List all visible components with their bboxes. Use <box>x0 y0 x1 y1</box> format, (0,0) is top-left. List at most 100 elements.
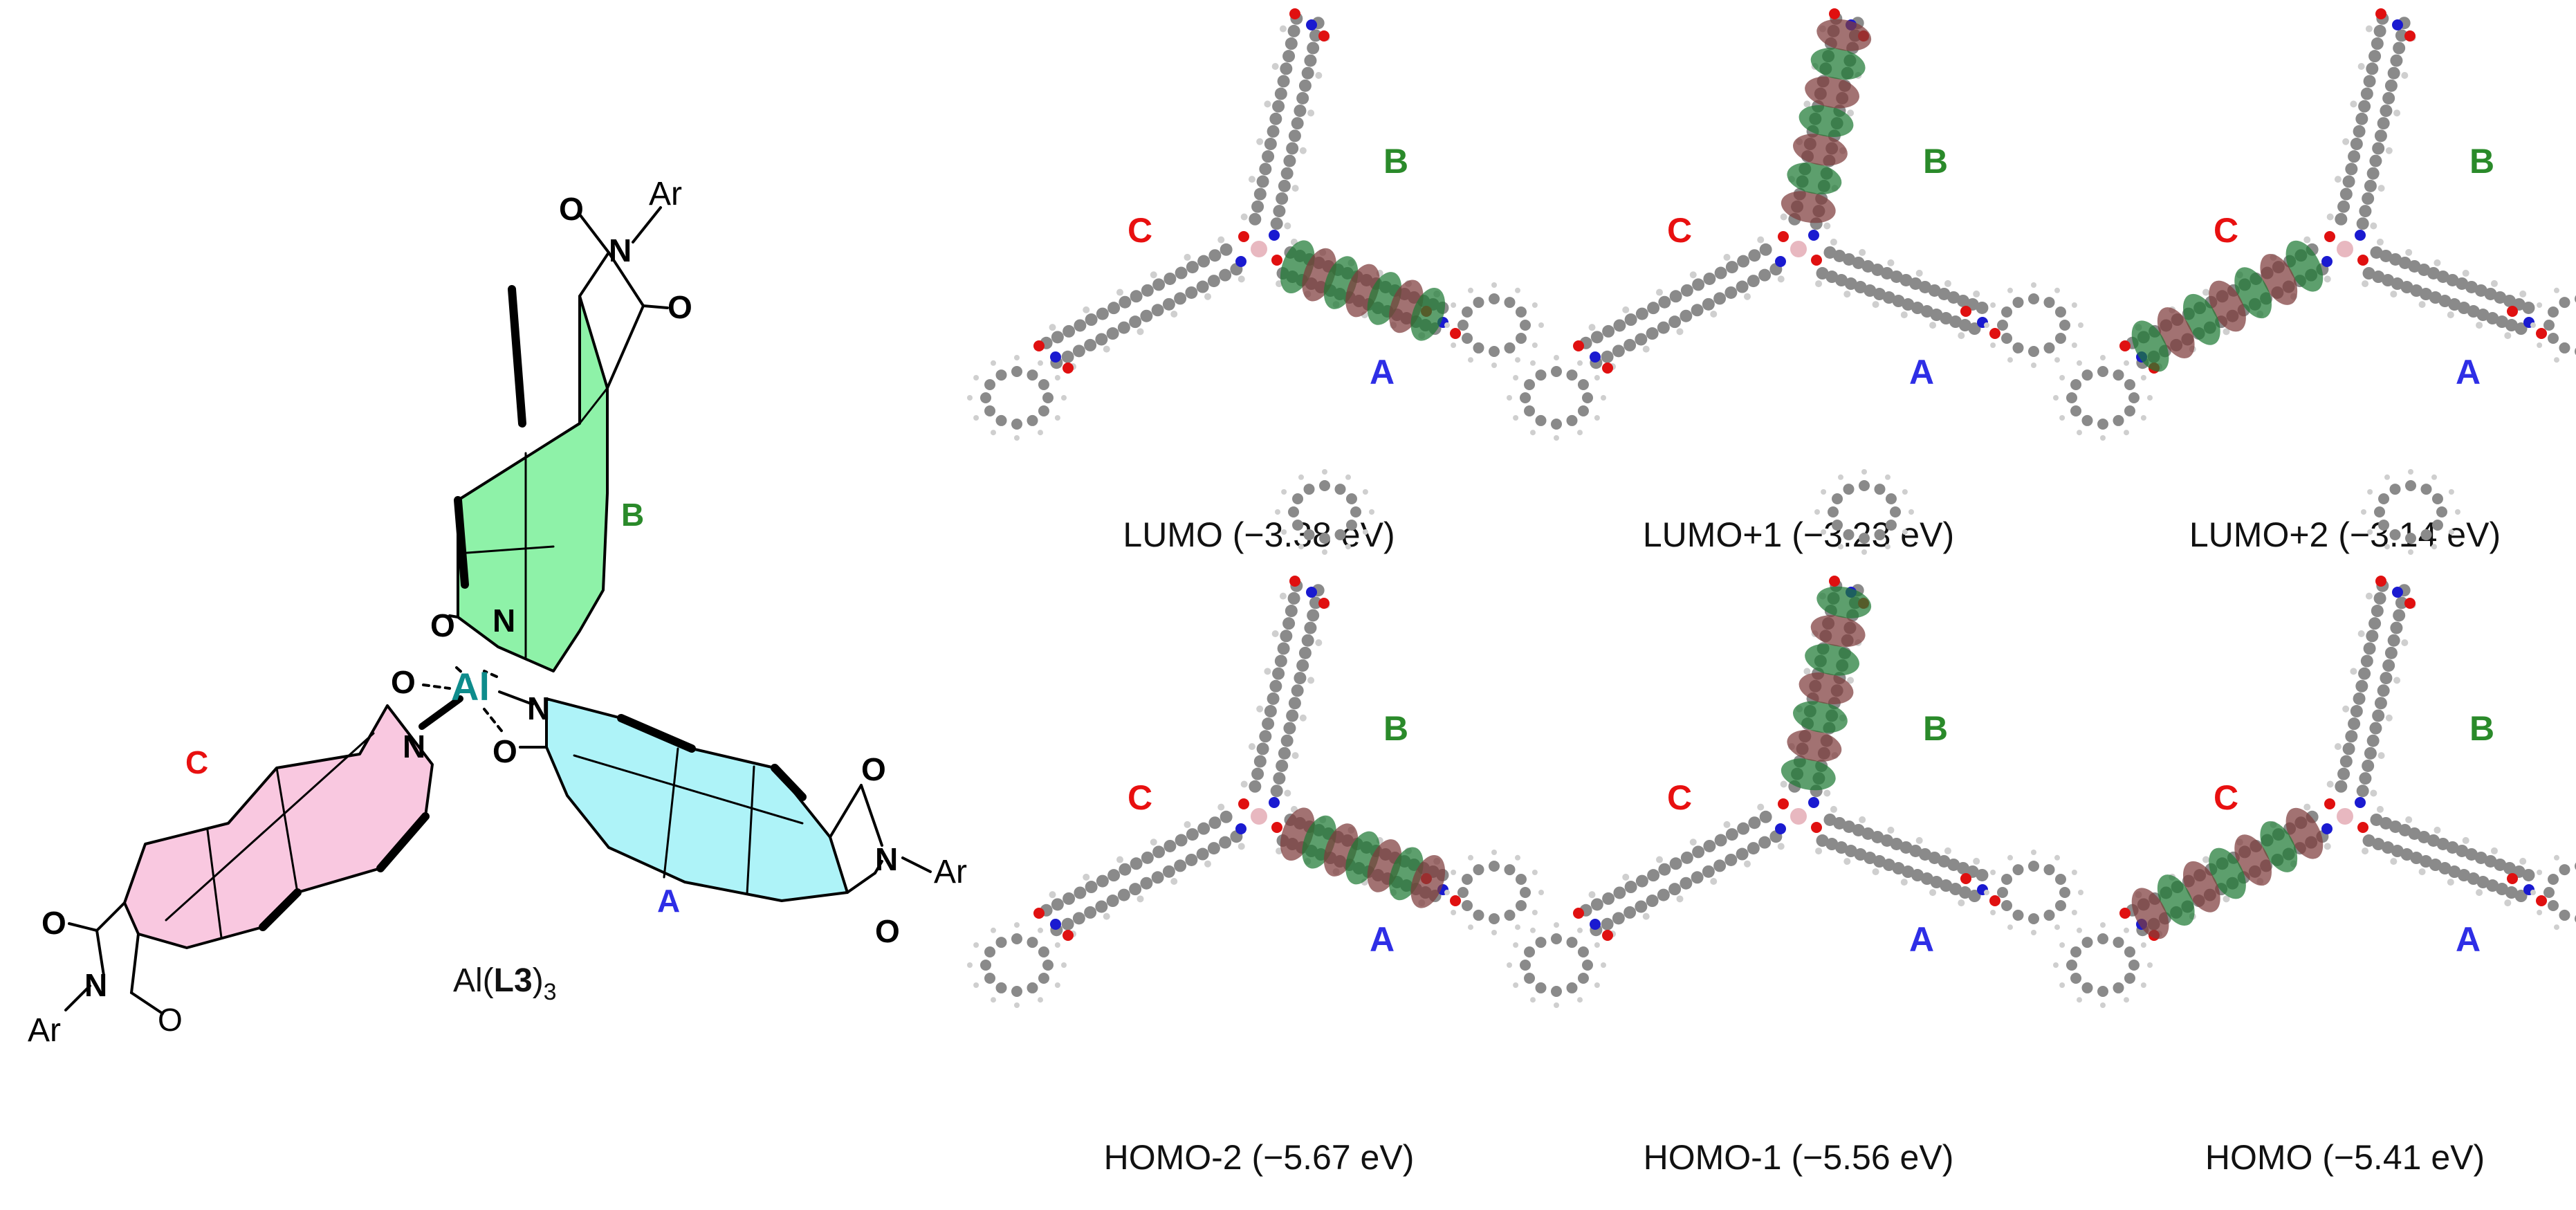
carbon-atom <box>1280 630 1293 643</box>
aryl-carbon-atom <box>2028 346 2039 357</box>
al-o-bond-a <box>483 708 505 735</box>
carbon-atom <box>1724 286 1738 299</box>
carbon-atom <box>1852 256 1865 269</box>
aryl-hydrogen-atom <box>2124 430 2129 436</box>
aryl-carbon-atom <box>1011 419 1022 430</box>
oxygen-atom <box>1811 255 1822 266</box>
aryl-hydrogen-atom <box>1444 322 1450 328</box>
orbital-panel: ABC <box>967 469 1544 1008</box>
carbon-atom <box>2356 217 2369 230</box>
aryl-hydrogen-atom <box>2431 474 2437 480</box>
carbon-atom <box>1307 609 1320 622</box>
aryl-hydrogen-atom <box>2071 342 2077 348</box>
orbital-lobe <box>1781 758 1836 791</box>
al-atom <box>1251 241 1267 257</box>
aryl-carbon-atom <box>2054 900 2066 911</box>
carbon-atom <box>2373 24 2386 37</box>
aryl-hydrogen-atom <box>1838 544 1843 550</box>
carbon-atom <box>1816 834 1829 847</box>
nitrogen-atom <box>1235 256 1246 267</box>
hydrogen-atom <box>1291 185 1299 192</box>
carbon-atom <box>1277 75 1290 88</box>
ligand-a-n-aryl-bond <box>901 856 932 873</box>
carbon-atom <box>2342 175 2355 188</box>
carbon-atom <box>1920 872 1933 886</box>
ligand-label-a: A <box>657 883 680 919</box>
carbon-atom <box>2514 322 2528 336</box>
carbon-atom <box>1196 280 1209 293</box>
carbon-atom <box>1256 742 1269 755</box>
carbon-atom <box>1691 304 1704 317</box>
aryl-carbon-atom <box>995 369 1007 381</box>
carbon-atom <box>2366 734 2380 747</box>
aryl-hydrogen-atom <box>1491 850 1497 855</box>
orbital-lobe <box>2183 293 2220 345</box>
hydrogen-atom <box>1240 780 1248 788</box>
aryl-carbon-atom <box>2054 306 2066 318</box>
aryl-hydrogen-atom <box>1601 395 1606 401</box>
carbon-atom <box>1602 324 1615 338</box>
carbon-atom <box>2368 50 2382 63</box>
hydrogen-atom <box>1958 899 1965 907</box>
carbon-atom <box>1880 834 1893 847</box>
carbon-atom <box>2387 66 2400 80</box>
aryl-hydrogen-atom <box>1014 922 1020 928</box>
aryl-hydrogen-atom <box>2448 489 2454 495</box>
carbon-atom <box>1958 319 1971 332</box>
orbital-caption: LUMO+2 (−3.14 eV) <box>2189 515 2501 554</box>
aryl-hydrogen-atom <box>1885 544 1890 550</box>
aryl-hydrogen-atom <box>1054 375 1060 381</box>
aryl-hydrogen-atom <box>2100 1002 2106 1008</box>
carbon-atom <box>1816 267 1829 280</box>
orbital-caption: LUMO+1 (−3.23 eV) <box>1643 515 1954 554</box>
carbon-atom <box>2360 87 2373 100</box>
carbon-atom <box>1273 772 1286 785</box>
aryl-hydrogen-atom <box>1322 469 1327 475</box>
hydrogen-atom <box>1279 25 1287 33</box>
carbon-atom <box>1256 175 1269 188</box>
carbon-atom <box>1267 692 1280 705</box>
hydrogen-atom <box>1315 71 1323 79</box>
ligand-a-imide-bond <box>860 784 883 847</box>
carbon-atom <box>2398 823 2411 836</box>
hydrogen-atom <box>1780 780 1787 788</box>
oxygen-atom <box>1238 798 1249 809</box>
oxygen-label-a: O <box>493 733 517 769</box>
aryl-carbon-atom <box>2028 293 2039 304</box>
hydrogen-atom <box>2357 630 2365 638</box>
aryl-carbon-atom <box>1288 506 1299 517</box>
nitrogen-atom <box>1050 351 1061 363</box>
hydrogen-atom <box>1743 293 1751 300</box>
carbon-atom <box>1958 886 1971 899</box>
aryl-hydrogen-atom <box>1054 942 1060 948</box>
aryl-carbon-atom <box>1520 392 1531 403</box>
carbon-atom <box>1251 200 1264 213</box>
carbon-atom <box>2348 150 2361 163</box>
hydrogen-atom <box>1915 269 1923 277</box>
carbon-atom <box>2380 672 2393 685</box>
hydrogen-atom <box>2362 847 2369 855</box>
carbon-atom <box>2398 256 2411 269</box>
orbital-lobe <box>1793 701 1848 733</box>
aryl-label-c: Ar <box>28 1012 61 1049</box>
ligand-a-inner-bond <box>663 747 679 879</box>
carbon-atom <box>1612 912 1625 925</box>
carbon-atom <box>1264 705 1277 718</box>
ligand-b-carbonyl-bond <box>578 213 610 254</box>
aryl-hydrogen-atom <box>1554 1002 1559 1008</box>
hydrogen-atom <box>1656 288 1664 296</box>
aryl-hydrogen-atom <box>1515 854 1520 861</box>
carbon-atom <box>1269 112 1282 125</box>
aryl-carbon-atom <box>2070 973 2082 984</box>
orbital-lobe <box>1781 191 1836 223</box>
carbon-atom <box>2467 305 2480 318</box>
aryl-hydrogen-atom <box>1491 363 1497 368</box>
carbon-atom <box>2362 192 2375 205</box>
panel-ligand-label-c: C <box>2214 211 2238 250</box>
aryl-hydrogen-atom <box>1345 544 1351 550</box>
hydrogen-atom <box>1049 891 1056 899</box>
aryl-carbon-atom <box>1027 937 1038 948</box>
nitrogen-label-b: N <box>493 603 515 639</box>
carbon-atom <box>1940 879 1953 892</box>
aryl-hydrogen-atom <box>1507 962 1512 968</box>
